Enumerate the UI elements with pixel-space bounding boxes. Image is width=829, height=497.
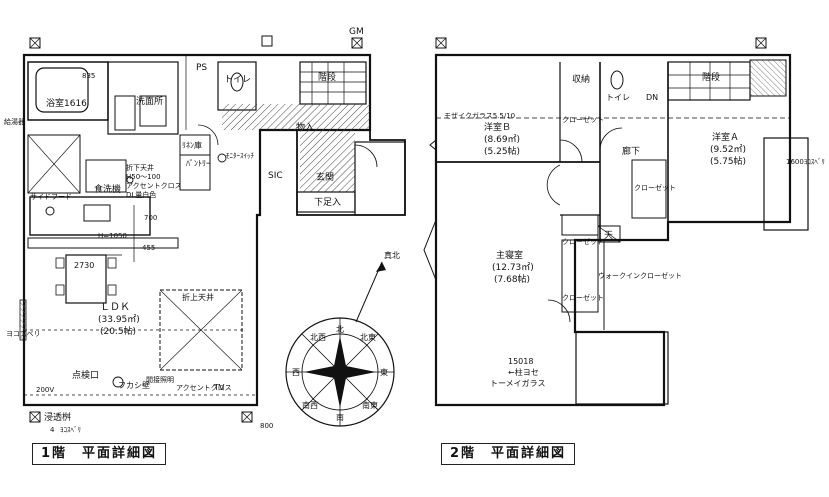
label-ten: 天 <box>604 231 613 241</box>
label-stairs-1f: 階段 <box>318 71 336 83</box>
compass-true-north: 真北 <box>384 250 400 260</box>
floor1-outer-wall <box>22 53 372 407</box>
compass-dir-se: 南東 <box>362 400 378 410</box>
label-yoko-bari: ヨコスベリ <box>6 330 41 338</box>
label-note-4: 4 <box>50 426 55 434</box>
label-bath-dim: 835 <box>82 72 95 80</box>
label-side-food: サイドフード <box>30 193 72 201</box>
label-ps: PS <box>196 63 207 73</box>
label-closet-b: クローゼット <box>562 115 604 124</box>
label-closet-master-1: クローゼット <box>562 237 604 246</box>
kitchen-counter <box>29 196 151 236</box>
label-storage: 物入 <box>296 121 314 133</box>
label-ceiling-note-4: DL量白色 <box>126 190 156 199</box>
label-ldk-tatami: (20.5帖) <box>100 325 136 337</box>
label-storage-2f: 収納 <box>572 73 590 85</box>
label-h1050: H=1050 <box>98 232 127 240</box>
compass-dir-sw: 南西 <box>302 400 318 410</box>
floor2-labels: 収納 トイレ 階段 DN 洋室Ｂ (8.69㎡) (5.25帖) モザイクガラス… <box>444 71 825 388</box>
floor2-plan <box>423 37 809 407</box>
compass-rose <box>285 261 395 427</box>
label-indirect-light: 間接照明 <box>146 375 174 384</box>
label-200v: 200V <box>36 386 54 394</box>
label-master-tatami: (7.68帖) <box>494 273 530 285</box>
label-outdoor: 給湯器 <box>4 117 25 126</box>
label-closet-a: クローゼット <box>634 183 676 192</box>
compass-dir-w: 西 <box>292 368 300 377</box>
label-stairs-2f: 階段 <box>702 71 720 83</box>
label-dim-15018: 15018 <box>508 357 533 366</box>
label-walk-in: ウォークインクローゼット <box>598 271 682 280</box>
label-ldk-area: (33.95㎡) <box>98 314 140 325</box>
label-closet-master-2: クローゼット <box>562 293 604 302</box>
label-monitor: ﾓﾆﾀｰｽｲｯﾁ <box>226 152 254 160</box>
compass-dir-e: 東 <box>380 367 388 377</box>
label-yoko-1600: 1600ﾖｺｽﾍﾞﾘ <box>786 158 825 166</box>
compass-dir-n: 北 <box>336 325 344 334</box>
entrance-hall <box>300 130 355 192</box>
label-dishwasher: 食洗機 <box>94 183 121 195</box>
label-dn: DN <box>646 93 658 102</box>
label-pantry: ﾊﾟﾝﾄﾘｰ <box>186 159 210 168</box>
floor2-outer-wall <box>434 53 792 407</box>
toilet-fixture <box>230 72 244 92</box>
label-shoebox: 下足入 <box>314 197 341 208</box>
label-note-ce: ﾖｺｽﾍﾞﾘ <box>60 426 81 434</box>
label-accent-cloth: アクセントクロス <box>176 384 232 392</box>
label-sic: SIC <box>268 171 283 181</box>
label-ceiling-up: 折上天井 <box>182 292 214 302</box>
label-toilet-1f: トイレ <box>224 75 251 85</box>
floor1-plan <box>19 35 406 423</box>
label-room-b: 洋室Ｂ <box>484 121 511 133</box>
label-washroom: 洗面所 <box>136 95 163 107</box>
compass-dir-ne: 北東 <box>360 332 376 342</box>
label-fukashi: フカシ壁 <box>118 380 150 390</box>
label-tomei: トーメイガラス <box>490 378 546 388</box>
label-room-b-area: (8.69㎡) <box>484 134 520 145</box>
label-ceiling-note-3: アクセントクロス <box>126 182 182 190</box>
label-tv: TV <box>213 383 225 392</box>
label-toilet-2f: トイレ <box>606 93 630 102</box>
label-mosaic: モザイクガラス5.5/10 <box>444 111 515 120</box>
floor2-caption: 2階 平面詳細図 <box>441 443 576 465</box>
compass-labels: 真北 北 北西 西 南西 南 南東 東 北東 <box>292 250 400 422</box>
label-room-a-area: (9.52㎡) <box>710 144 746 155</box>
label-dim-455: 455 <box>142 244 155 252</box>
label-ldk: ＬＤＫ <box>100 302 130 313</box>
compass-dir-s: 南 <box>336 412 344 422</box>
label-ceiling-note-2: H50～100 <box>126 173 161 181</box>
label-master: 主寝室 <box>496 249 523 261</box>
label-dim-700: 700 <box>144 214 157 222</box>
label-master-area: (12.73㎡) <box>492 262 534 273</box>
label-entrance: 玄関 <box>316 171 334 183</box>
label-room-a-tatami: (5.75帖) <box>710 155 746 167</box>
label-ceiling-note-1: 折下天井 <box>126 163 154 172</box>
label-dim-800: 800 <box>260 422 273 430</box>
label-inspection: 点検口 <box>72 369 99 381</box>
label-room-a: 洋室Ａ <box>712 131 739 143</box>
label-hashira: ←柱ヨセ <box>508 367 539 377</box>
label-dim-2730: 2730 <box>74 261 94 270</box>
label-room-b-tatami: (5.25帖) <box>484 145 520 157</box>
label-hall: 廊下 <box>622 145 640 157</box>
label-infiltration: 浸透桝 <box>44 411 71 423</box>
label-gm: GM <box>349 27 364 37</box>
label-bath: 浴室1616 <box>46 97 87 109</box>
compass-dir-nw: 北西 <box>310 333 326 342</box>
label-linen: ﾘﾈﾝ庫 <box>182 140 202 150</box>
bathtub <box>35 67 89 113</box>
floor1-caption: 1階 平面詳細図 <box>32 443 167 465</box>
floor1-labels: GM PS 階段 浴室1616 洗面所 トイレ 物入 玄関 下足入 ﾘﾈﾝ庫 ﾊ… <box>4 27 364 434</box>
